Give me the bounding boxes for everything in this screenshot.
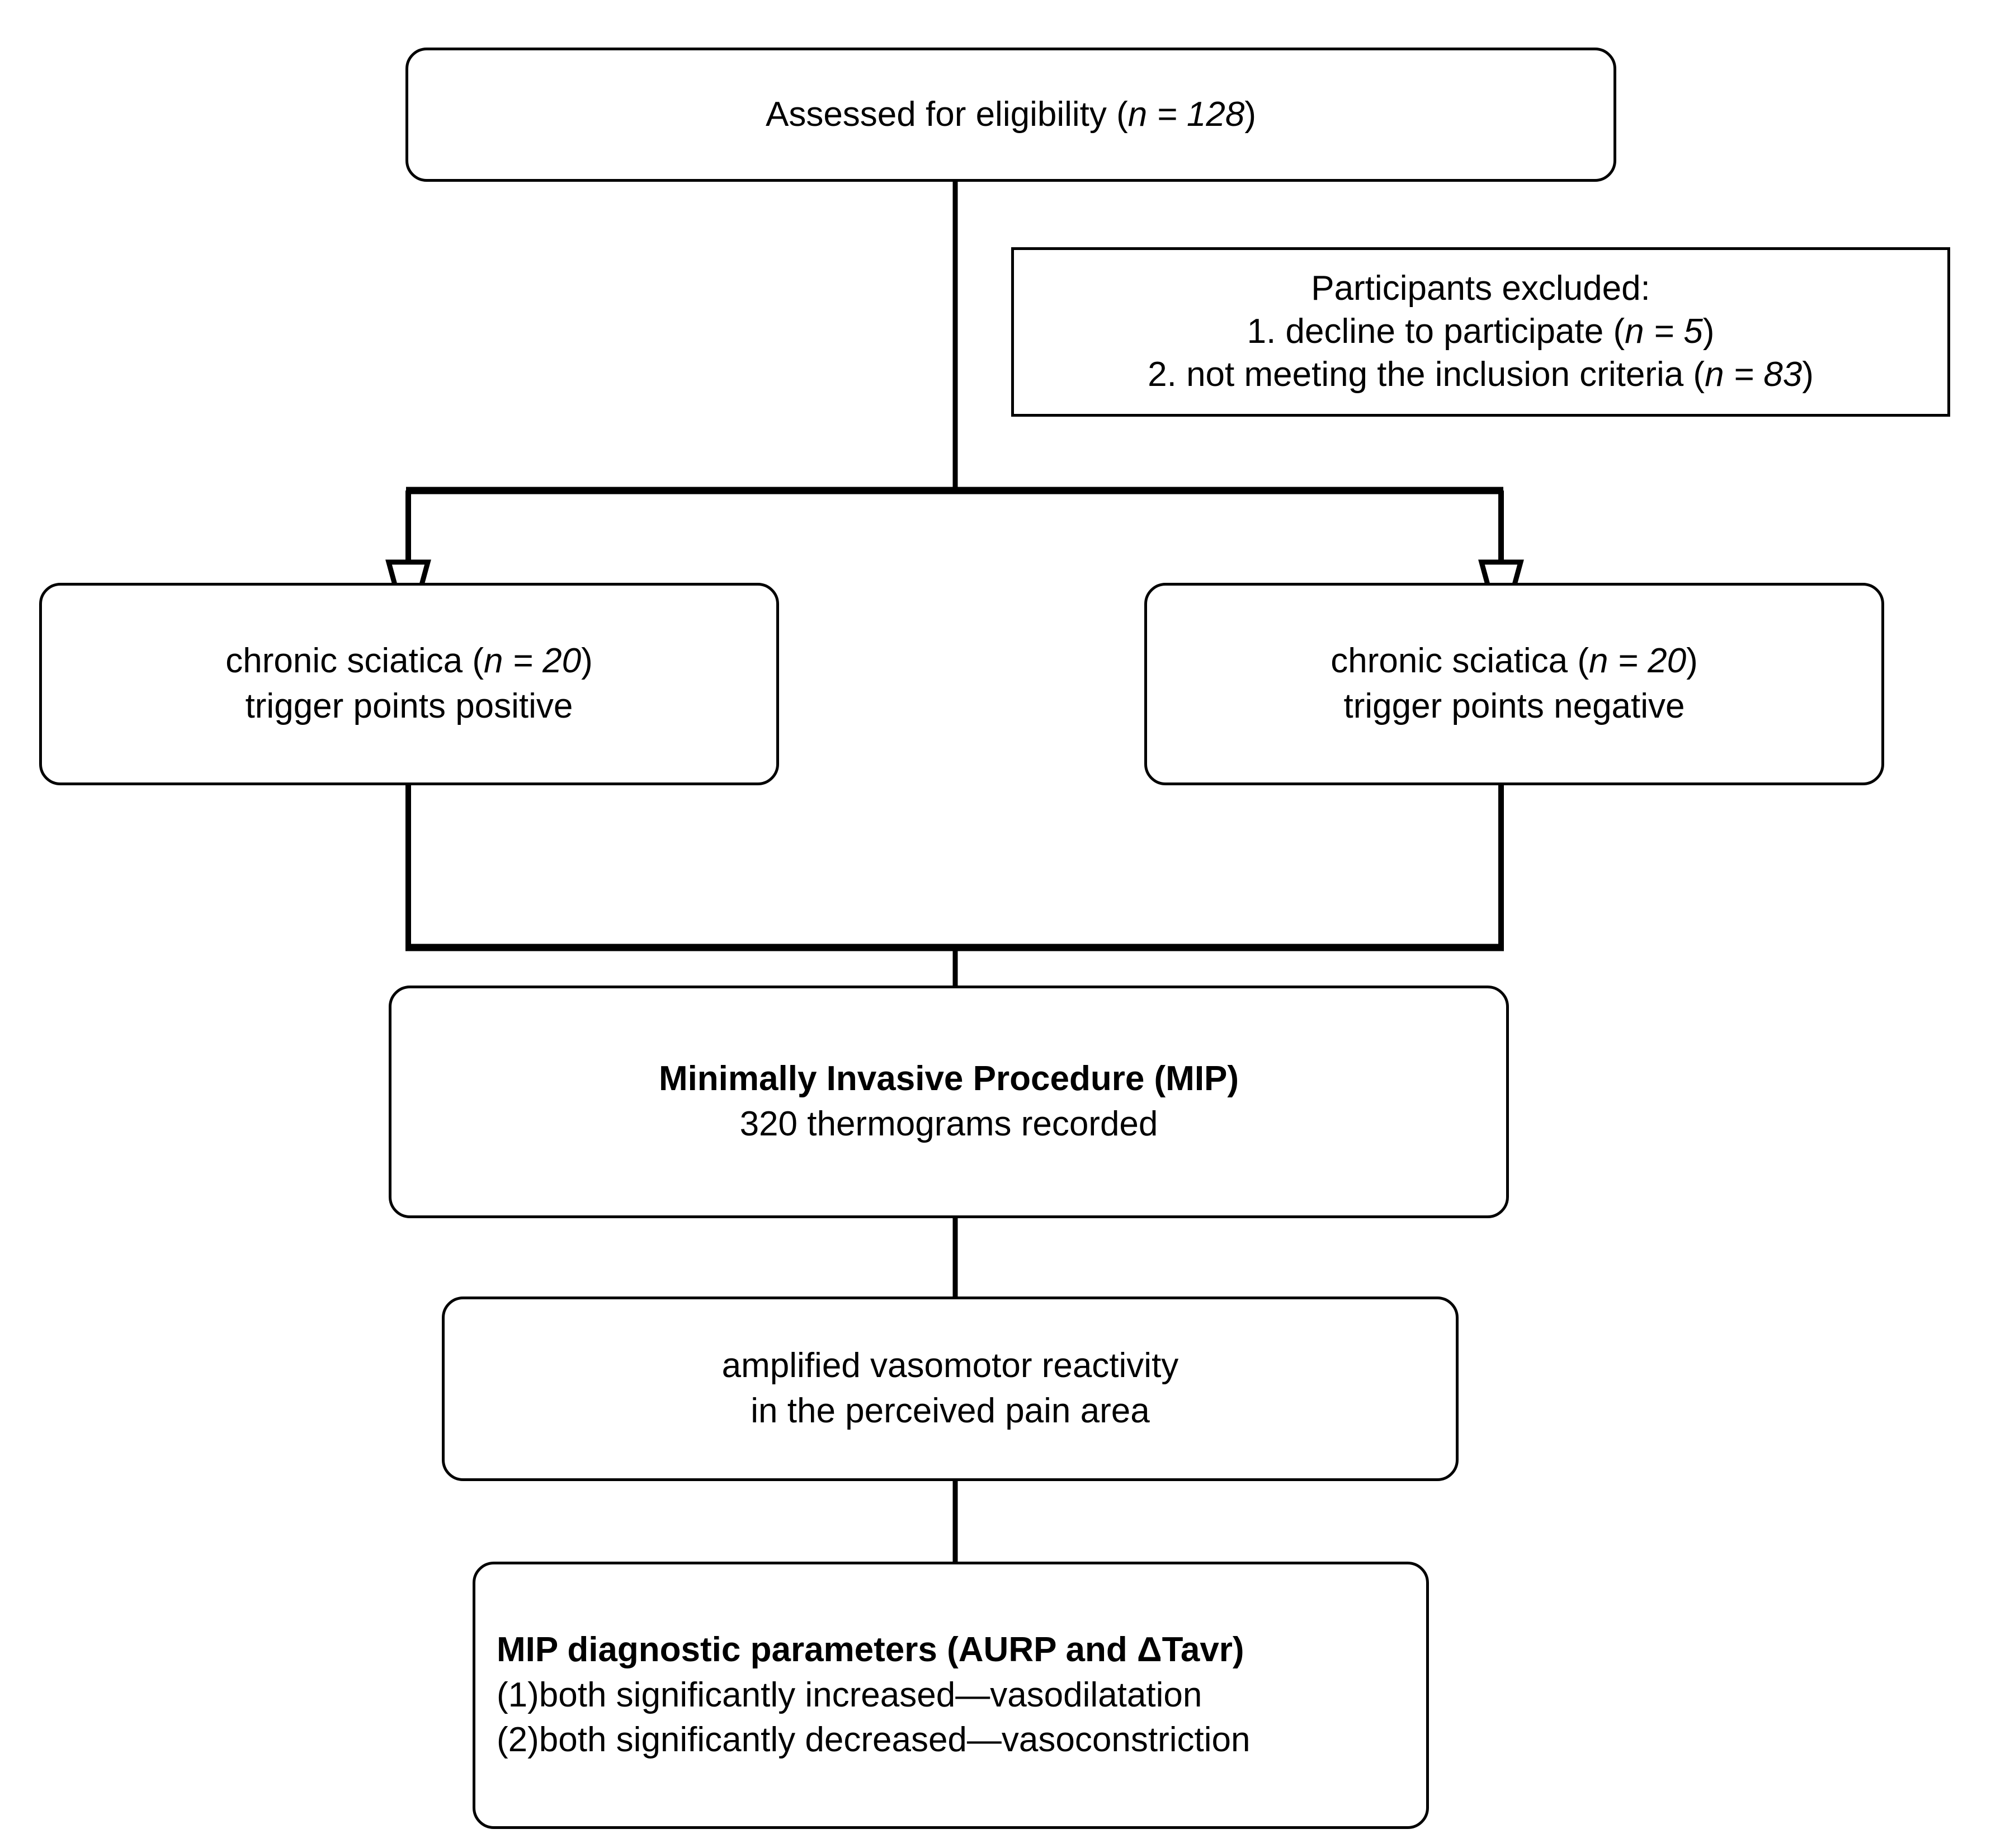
node-participants-excluded: Participants excluded: 1. decline to par… (1011, 247, 1950, 417)
excluded-heading: Participants excluded: (1311, 269, 1650, 308)
group-right-line-1-pre: chronic sciatica ( (1331, 642, 1589, 681)
excluded-item-2-post: ) (1802, 355, 1814, 394)
group-left-line-1: chronic sciatica (n = 20) (225, 639, 592, 684)
node-chronic-sciatica-trigger-positive: chronic sciatica (n = 20) trigger points… (39, 583, 779, 785)
parameters-line-2: (1)both significantly increased—vasodila… (497, 1675, 1202, 1714)
group-right-line-1-n: n = 20 (1588, 642, 1687, 681)
reactivity-line-2: in the perceived pain area (751, 1392, 1150, 1430)
excluded-item-2: 2. not meeting the inclusion criteria (n… (1148, 353, 1814, 397)
eligibility-text-pre: Assessed for eligibility ( (765, 95, 1128, 134)
group-left-line-1-post: ) (581, 642, 593, 681)
node-chronic-sciatica-trigger-negative: chronic sciatica (n = 20) trigger points… (1144, 583, 1884, 785)
excluded-item-2-pre: 2. not meeting the inclusion criteria ( (1148, 355, 1705, 394)
group-left-line-1-pre: chronic sciatica ( (225, 642, 484, 681)
node-assessed-for-eligibility: Assessed for eligibility (n = 128) (405, 48, 1616, 182)
mip-line-2: 320 thermograms recorded (739, 1105, 1158, 1143)
excluded-item-1-n: n = 5 (1625, 312, 1703, 351)
parameters-line-1: MIP diagnostic parameters (AURP and ΔTav… (497, 1630, 1244, 1670)
node-amplified-vasomotor-reactivity: amplified vasomotor reactivity in the pe… (442, 1297, 1459, 1481)
group-right-line-2: trigger points negative (1343, 687, 1685, 725)
node-mip-diagnostic-parameters: MIP diagnostic parameters (AURP and ΔTav… (473, 1562, 1429, 1829)
node-assessed-for-eligibility-text: Assessed for eligibility (n = 128) (766, 92, 1256, 138)
reactivity-line-1: amplified vasomotor reactivity (721, 1346, 1179, 1385)
excluded-item-1: 1. decline to participate (n = 5) (1247, 310, 1715, 353)
excluded-item-1-pre: 1. decline to participate ( (1247, 312, 1625, 351)
group-left-line-2: trigger points positive (245, 687, 573, 725)
parameters-line-3: (2)both significantly decreased—vasocons… (497, 1720, 1251, 1760)
eligibility-text-n: n = 128 (1127, 95, 1245, 134)
group-right-line-1: chronic sciatica (n = 20) (1331, 639, 1697, 684)
group-right-line-1-post: ) (1686, 642, 1698, 681)
excluded-item-1-post: ) (1702, 312, 1715, 351)
mip-line-1: Minimally Invasive Procedure (MIP) (658, 1059, 1239, 1099)
node-minimally-invasive-procedure: Minimally Invasive Procedure (MIP) 320 t… (389, 986, 1509, 1218)
group-left-line-1-n: n = 20 (483, 642, 582, 681)
eligibility-text-post: ) (1244, 95, 1257, 134)
excluded-item-2-n: n = 83 (1705, 355, 1803, 394)
